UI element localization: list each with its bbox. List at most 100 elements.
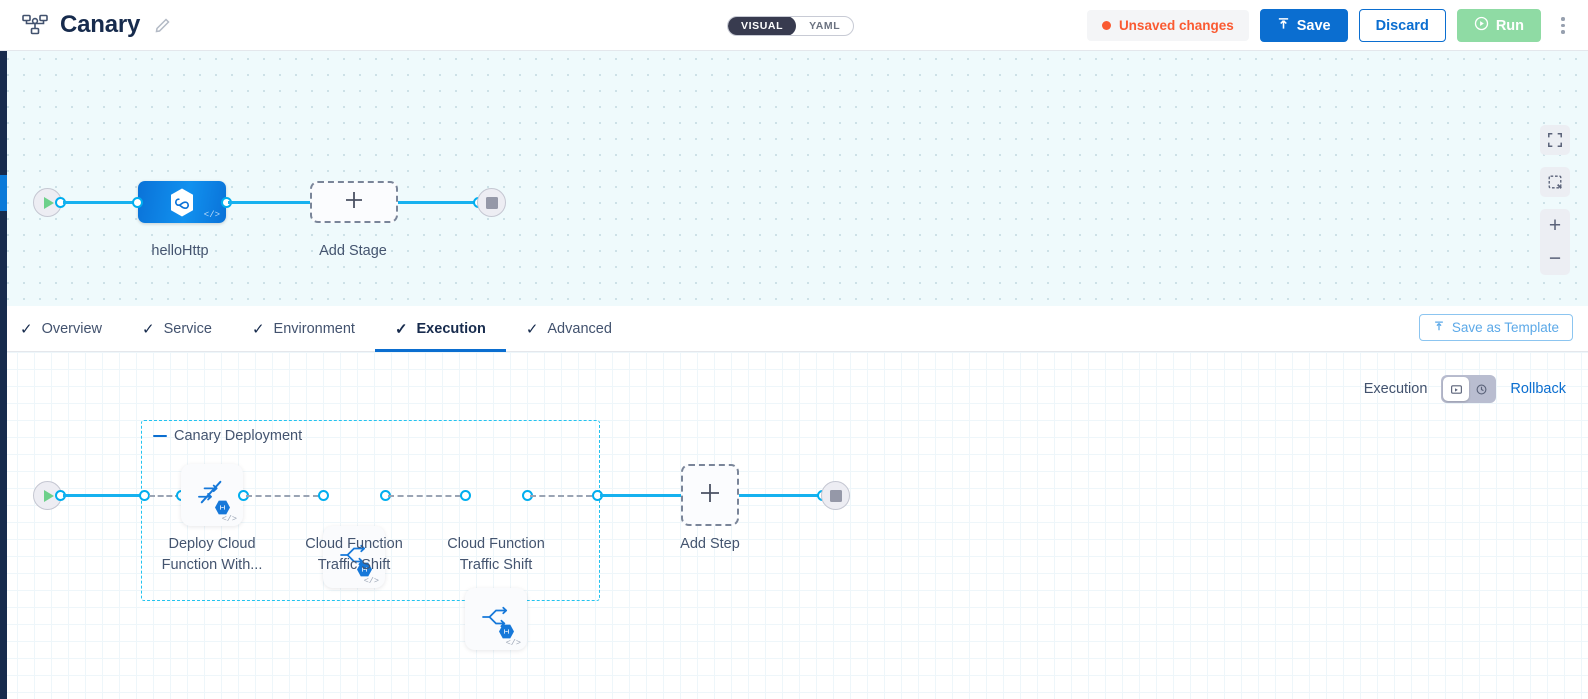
- run-button-label: Run: [1495, 17, 1524, 34]
- step3-input-port[interactable]: [460, 490, 471, 501]
- tab-service[interactable]: ✓ Service: [122, 306, 232, 352]
- step2-input-port[interactable]: [318, 490, 329, 501]
- step-node-traffic-shift-1[interactable]: </>: [323, 526, 385, 588]
- tab-environment[interactable]: ✓ Environment: [232, 306, 375, 352]
- add-stage-button[interactable]: [310, 181, 398, 223]
- step-code-badge: </>: [505, 638, 521, 648]
- check-icon: ✓: [251, 320, 265, 338]
- edge-group-to-step1: [149, 495, 181, 497]
- pipeline-end-node[interactable]: [477, 188, 506, 217]
- pencil-icon[interactable]: [154, 17, 171, 34]
- check-icon: ✓: [142, 320, 155, 338]
- page-title: Canary: [60, 11, 141, 38]
- stage-node-label: helloHttp: [151, 243, 209, 259]
- execution-view-icon[interactable]: [1443, 377, 1469, 401]
- save-button[interactable]: Save: [1259, 9, 1348, 42]
- stage-canvas[interactable]: </> helloHttp Add Stage: [0, 51, 1588, 306]
- deploy-function-icon: [196, 479, 228, 512]
- edge-step2-to-step3: [388, 495, 461, 497]
- step1-label: Deploy Cloud Function With...: [161, 536, 263, 573]
- add-stage-label: Add Stage: [319, 243, 387, 259]
- kebab-menu-icon[interactable]: [1552, 17, 1574, 34]
- edge-start-to-stage: [63, 201, 138, 204]
- plus-icon: [343, 189, 365, 216]
- stage-group-canary-deployment[interactable]: [141, 420, 600, 601]
- save-as-template-button[interactable]: Save as Template: [1418, 314, 1573, 341]
- tab-advanced-label: Advanced: [547, 320, 612, 337]
- group-label: Canary Deployment: [174, 428, 303, 444]
- canvas-left-rail-highlight: [0, 175, 7, 211]
- play-circle-icon: [1474, 16, 1489, 35]
- execution-label: Execution: [1363, 381, 1428, 397]
- selection-box-icon[interactable]: [1540, 167, 1570, 197]
- step3-label: Cloud Function Traffic Shift: [447, 536, 545, 573]
- stage-node-hellohttp[interactable]: </>: [138, 181, 226, 223]
- tab-execution[interactable]: ✓ Execution: [374, 306, 506, 352]
- tab-environment-label: Environment: [273, 320, 355, 337]
- edge-start-to-group: [63, 494, 145, 497]
- zoom-controls: + −: [1540, 209, 1570, 275]
- edge-step3-to-groupout: [530, 495, 592, 497]
- add-step-label: Add Step: [680, 536, 740, 552]
- step-status-badge: [215, 500, 230, 515]
- unsaved-dot-icon: [1101, 21, 1111, 30]
- discard-button-label: Discard: [1375, 17, 1429, 34]
- stop-icon: [485, 196, 498, 209]
- fit-to-screen-icon[interactable]: [1540, 125, 1570, 155]
- config-tabbar: ✓ Overview ✓ Service ✓ Environment ✓ Exe…: [0, 306, 1588, 352]
- execution-canvas[interactable]: Execution Rollback: [0, 352, 1588, 699]
- discard-button[interactable]: Discard: [1358, 9, 1446, 42]
- unsaved-changes-label: Unsaved changes: [1118, 18, 1234, 33]
- execution-rollback-toggle[interactable]: [1441, 375, 1497, 403]
- add-step-button[interactable]: [681, 464, 739, 526]
- edge-group-to-addstep: [600, 494, 682, 497]
- upload-arrow-icon: [1277, 17, 1290, 34]
- step-status-badge: [357, 562, 372, 577]
- tab-execution-label: Execution: [416, 320, 486, 337]
- execution-end-node[interactable]: [821, 481, 850, 510]
- stage-input-port[interactable]: [132, 197, 143, 208]
- save-button-label: Save: [1296, 17, 1331, 34]
- run-button[interactable]: Run: [1456, 9, 1541, 42]
- traffic-shift-icon: [338, 542, 370, 573]
- edge-addstage-to-end: [398, 201, 478, 204]
- tab-overview-label: Overview: [41, 320, 103, 337]
- pipeline-icon: [22, 14, 48, 36]
- view-mode-toggle[interactable]: VISUAL YAML: [727, 16, 855, 36]
- canvas-controls: + −: [1540, 125, 1570, 275]
- step-code-badge: </>: [221, 514, 237, 524]
- tab-overview[interactable]: ✓ Overview: [0, 306, 122, 352]
- play-icon: [44, 489, 54, 502]
- tabbar-left-rail: [0, 306, 7, 352]
- save-as-template-label: Save as Template: [1451, 320, 1559, 335]
- edge-step1-to-step2: [246, 495, 319, 497]
- group-label-row: Canary Deployment: [153, 428, 302, 444]
- header-actions: Unsaved changes Save Discard: [1086, 0, 1574, 51]
- step2-label: Cloud Function Traffic Shift: [305, 536, 403, 573]
- collapse-dash-icon[interactable]: [153, 434, 167, 438]
- edge-addstep-to-end: [739, 494, 822, 497]
- execution-left-rail: [0, 352, 7, 699]
- view-mode-visual[interactable]: VISUAL: [728, 17, 797, 35]
- check-icon: ✓: [20, 320, 33, 338]
- check-icon: ✓: [525, 320, 539, 338]
- play-icon: [44, 196, 54, 209]
- template-upload-icon: [1433, 320, 1445, 335]
- infinity-hexagon-icon: [168, 187, 196, 218]
- rollback-link[interactable]: Rollback: [1510, 381, 1566, 397]
- stop-icon: [829, 489, 842, 502]
- step-node-traffic-shift-2[interactable]: </>: [465, 588, 527, 650]
- step-code-badge: </>: [363, 576, 379, 586]
- edge-stage-to-addstage: [228, 201, 310, 204]
- check-icon: ✓: [394, 320, 408, 338]
- step-status-badge: [499, 624, 514, 639]
- zoom-out-icon[interactable]: −: [1548, 246, 1562, 270]
- step-node-deploy-cloud-function[interactable]: </>: [181, 464, 243, 526]
- zoom-in-icon[interactable]: +: [1548, 213, 1562, 237]
- unsaved-changes-badge: Unsaved changes: [1086, 10, 1249, 41]
- app-header: Canary VISUAL YAML Unsaved changes: [0, 0, 1588, 51]
- rollback-view-icon[interactable]: [1469, 377, 1495, 401]
- view-mode-yaml[interactable]: YAML: [809, 20, 841, 32]
- tab-advanced[interactable]: ✓ Advanced: [506, 306, 632, 352]
- execution-view-controls: Execution Rollback: [1364, 375, 1566, 403]
